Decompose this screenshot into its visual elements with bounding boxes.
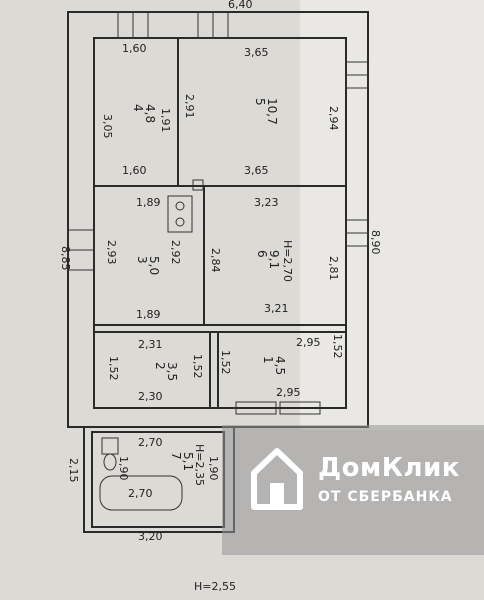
r5-number: 5 xyxy=(253,98,267,106)
bathtub xyxy=(99,475,183,511)
r2-area: 3,5 xyxy=(165,362,179,381)
stove xyxy=(167,195,193,233)
r5-h-right: 2,94 xyxy=(327,106,340,131)
r7-h-right: 1,90 xyxy=(207,456,220,481)
r6-number: 6 xyxy=(255,250,269,258)
r2-h-right: 1,52 xyxy=(191,354,204,379)
r4-w-top: 1,60 xyxy=(122,42,147,55)
watermark-title: ДомКлик xyxy=(318,453,460,483)
dim-overall-left: 8,85 xyxy=(59,246,72,271)
toilet-bowl xyxy=(103,453,117,471)
r3-h-left: 2,93 xyxy=(105,240,118,265)
r4-h-left: 3,05 xyxy=(101,114,114,139)
r5-w-top: 3,65 xyxy=(244,46,269,59)
r1-w-top: 2,95 xyxy=(296,336,321,349)
r5-w-bottom: 3,65 xyxy=(244,164,269,177)
r7-bath-length: 2,70 xyxy=(128,487,153,500)
r4-w-bottom: 1,60 xyxy=(122,164,147,177)
chimney xyxy=(192,179,204,191)
footer-height: H=2,55 xyxy=(194,580,236,593)
r7-area: 5,1 xyxy=(181,452,195,471)
r7-h-left: 1,90 xyxy=(117,456,130,481)
r3-h-right: 2,92 xyxy=(169,240,182,265)
r6-w-top: 3,23 xyxy=(254,196,279,209)
r7-w-top: 2,70 xyxy=(138,436,163,449)
dim-annex-height: 2,15 xyxy=(67,458,80,483)
stove-burner-2 xyxy=(175,217,185,227)
r1-h-left: 1,52 xyxy=(219,350,232,375)
r6-height: H=2,70 xyxy=(281,240,294,282)
r2-w-bottom: 2,30 xyxy=(138,390,163,403)
dim-annex-bottom: 3,20 xyxy=(138,530,163,543)
house-logo-icon xyxy=(251,448,303,510)
r1-area: 4,5 xyxy=(273,356,287,375)
r2-h-left: 1,52 xyxy=(107,356,120,381)
r3-number: 3 xyxy=(135,256,149,264)
watermark: ДомКлик ОТ СБЕРБАНКА xyxy=(222,425,484,555)
r3-w-top: 1,89 xyxy=(136,196,161,209)
stove-burner-1 xyxy=(175,201,185,211)
r4-h-right: 1,91 xyxy=(159,108,172,133)
r5-area: 10,7 xyxy=(265,98,279,125)
interior-walls xyxy=(94,38,346,408)
r4-number: 4 xyxy=(131,104,145,112)
watermark-subtitle: ОТ СБЕРБАНКА xyxy=(318,489,453,505)
r1-number: 1 xyxy=(261,356,275,364)
r7-height: H=2,35 xyxy=(193,444,206,486)
r6-h-right: 2,81 xyxy=(327,256,340,281)
dim-overall-right: 8,90 xyxy=(369,230,382,255)
r3-w-bottom: 1,89 xyxy=(136,308,161,321)
r3-area: 5,0 xyxy=(147,256,161,275)
r1-h-right: 1,52 xyxy=(331,334,344,359)
dim-overall-top: 6,40 xyxy=(228,0,253,11)
r2-w-top: 2,31 xyxy=(138,338,163,351)
r5-h-left: 2,91 xyxy=(183,94,196,119)
r7-number: 7 xyxy=(169,452,183,460)
r6-w-bottom: 3,21 xyxy=(264,302,289,315)
r2-number: 2 xyxy=(153,362,167,370)
r1-w-bottom: 2,95 xyxy=(276,386,301,399)
paper-light xyxy=(300,0,484,430)
r6-area: 9,1 xyxy=(267,250,281,269)
r4-area: 4,8 xyxy=(143,104,157,123)
r6-h-left: 2,84 xyxy=(209,248,222,273)
windows xyxy=(67,11,369,415)
